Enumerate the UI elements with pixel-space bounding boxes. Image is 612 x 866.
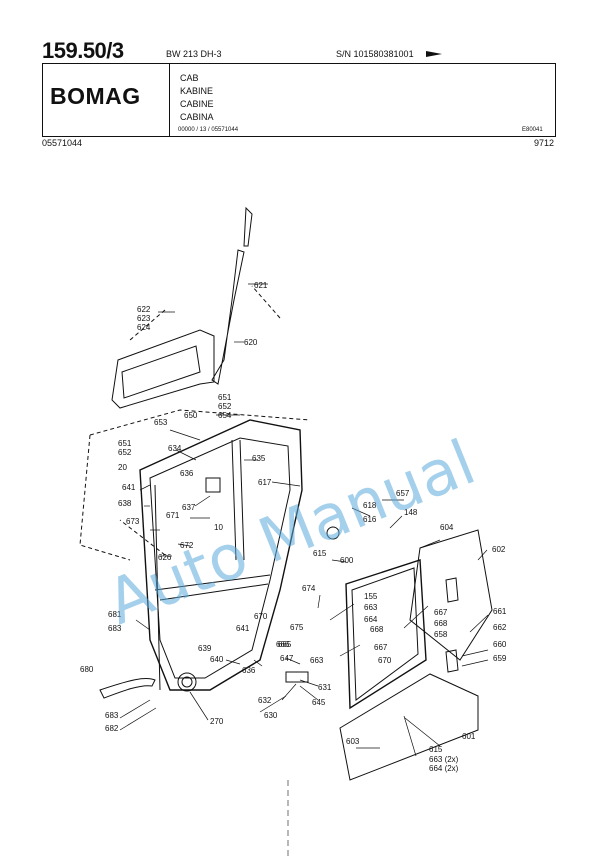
- callout-620: 620: [244, 338, 258, 347]
- callout-626: 626: [158, 553, 172, 562]
- callout-636b: 636: [242, 666, 256, 675]
- callout-654: 654: [218, 411, 232, 420]
- callout-624: 624: [137, 323, 151, 332]
- callout-653: 653: [154, 418, 168, 427]
- callout-615: 615: [313, 549, 327, 558]
- callout-604: 604: [440, 523, 454, 532]
- callout-668: 668: [434, 619, 448, 628]
- callout-634: 634: [168, 444, 182, 453]
- logo-cell: [42, 63, 170, 137]
- callout-671: 671: [166, 511, 180, 520]
- callout-639: 639: [198, 644, 212, 653]
- callout-659: 659: [493, 654, 507, 663]
- title-it: CABINA: [180, 112, 214, 122]
- title-de: KABINE: [180, 86, 214, 96]
- callout-660: 660: [493, 640, 507, 649]
- callout-661: 661: [493, 607, 507, 616]
- callout-683b: 683: [105, 711, 119, 720]
- callout-622: 622: [137, 305, 151, 314]
- callout-663-2x: 663 (2x): [429, 755, 459, 764]
- hinges: [326, 526, 459, 673]
- callout-645: 645: [312, 698, 326, 707]
- title-en: CAB: [180, 73, 199, 83]
- callout-10: 10: [214, 523, 223, 532]
- callout-621: 621: [254, 281, 268, 290]
- part-number: 05571044: [42, 138, 83, 148]
- callout-601: 601: [462, 732, 476, 741]
- callout-680: 680: [80, 665, 94, 674]
- callout-623: 623: [137, 314, 151, 323]
- callout-270: 270: [210, 717, 224, 726]
- callout-665: 665: [278, 640, 292, 649]
- callout-labels: 621 622 623 624 620 651 652 654 650 653 …: [80, 281, 507, 773]
- callout-682: 682: [105, 724, 119, 733]
- page-number: 159.50/3: [42, 38, 124, 63]
- callout-670b: 670: [378, 656, 392, 665]
- lock-hardware: [177, 477, 309, 692]
- callout-658: 658: [434, 630, 448, 639]
- callout-657: 657: [396, 489, 410, 498]
- callout-636: 636: [180, 469, 194, 478]
- callout-663: 663: [364, 603, 378, 612]
- callout-616: 616: [363, 515, 377, 524]
- title-fr: CABINE: [180, 99, 214, 109]
- window-panels: [339, 529, 493, 781]
- callout-667: 667: [434, 608, 448, 617]
- callout-652b: 652: [118, 448, 132, 457]
- callout-637: 637: [182, 503, 196, 512]
- callout-668b: 668: [370, 625, 384, 634]
- callout-673: 673: [126, 517, 140, 526]
- callout-683: 683: [108, 624, 122, 633]
- callout-615b: 615: [429, 745, 443, 754]
- callout-651b: 651: [118, 439, 132, 448]
- model-label: BW 213 DH-3: [166, 49, 222, 59]
- callout-635: 635: [252, 454, 266, 463]
- arrow-right-icon: [426, 51, 442, 57]
- callout-602: 602: [492, 545, 506, 554]
- callout-662: 662: [493, 623, 507, 632]
- callout-641: 641: [122, 483, 136, 492]
- callout-650: 650: [184, 411, 198, 420]
- callout-618: 618: [363, 501, 377, 510]
- callout-674: 674: [302, 584, 316, 593]
- callout-632: 632: [258, 696, 272, 705]
- callout-675: 675: [290, 623, 304, 632]
- callout-664-2x: 664 (2x): [429, 764, 459, 773]
- callout-640: 640: [210, 655, 224, 664]
- callout-652: 652: [218, 402, 232, 411]
- callout-638: 638: [118, 499, 132, 508]
- document-code: 00000 / 13 / 05571044: [178, 127, 239, 133]
- frame-guides: [79, 285, 311, 561]
- callout-603: 603: [346, 737, 360, 746]
- visor-part: [111, 329, 215, 409]
- serial-number: S/N 101580381001: [336, 49, 414, 59]
- callout-670: 670: [254, 612, 268, 621]
- callout-666: 666: [276, 640, 290, 649]
- date-code: 9712: [534, 138, 555, 148]
- callout-20: 20: [118, 463, 127, 472]
- callout-641b: 641: [236, 624, 250, 633]
- antenna-rod: [211, 206, 253, 385]
- callout-617: 617: [258, 478, 272, 487]
- callout-667b: 667: [374, 643, 388, 652]
- callout-631: 631: [318, 683, 332, 692]
- callout-681: 681: [108, 610, 122, 619]
- callout-647: 647: [280, 654, 294, 663]
- callout-155: 155: [364, 592, 378, 601]
- callout-651: 651: [218, 393, 232, 402]
- callout-630: 630: [264, 711, 278, 720]
- callout-664: 664: [364, 615, 378, 624]
- bomag-logo: BOMAG: [50, 83, 141, 109]
- reference-code: E80041: [522, 127, 543, 133]
- door-frame: [139, 419, 303, 691]
- header-box: [42, 63, 556, 137]
- callout-663b: 663: [310, 656, 324, 665]
- callout-672: 672: [180, 541, 194, 550]
- callout-148: 148: [404, 508, 418, 517]
- leader-lines: [119, 283, 489, 757]
- grab-handle: [99, 677, 156, 699]
- callout-600: 600: [340, 556, 354, 565]
